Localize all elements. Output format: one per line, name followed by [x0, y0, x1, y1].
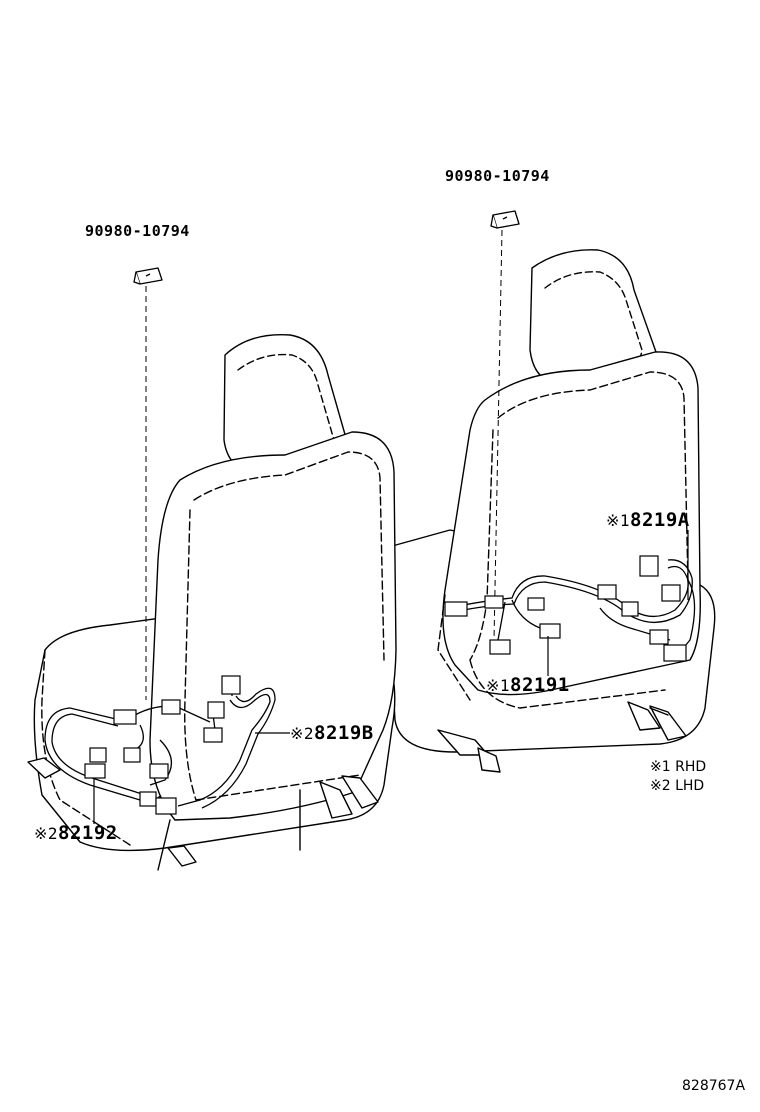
part-number: 82191	[510, 674, 570, 696]
right-seat-leg-2	[477, 747, 501, 773]
clip-right-part-number: 90980-10794	[445, 167, 550, 185]
connector-l5	[203, 727, 223, 743]
part-number: 82192	[58, 822, 118, 844]
right-seat	[384, 249, 716, 773]
connector-l7	[84, 763, 106, 779]
right-seat-leg-4	[649, 705, 687, 741]
connector-l11	[155, 797, 177, 815]
connector-l2	[161, 699, 181, 715]
clip-right-leader	[493, 229, 503, 641]
connector-r2	[484, 595, 504, 609]
connector-l10	[139, 791, 157, 807]
legend-rhd: ※1 RHD	[650, 759, 706, 775]
clip-left-part-number: 90980-10794	[85, 222, 190, 240]
diagram-code: 828767A	[682, 1078, 746, 1094]
left-seat-leg-3	[319, 781, 353, 819]
legend-text: LHD	[675, 778, 705, 794]
rhd-mark: ※1	[606, 511, 631, 530]
connector-r1	[444, 601, 468, 617]
connector-r3	[527, 597, 545, 611]
part-label-82219B: ※28219B	[290, 722, 374, 744]
rhd-mark: ※1	[486, 676, 511, 695]
lhd-mark: ※2	[34, 824, 59, 843]
clip-right-icon	[490, 210, 520, 229]
lhd-mark: ※2	[290, 724, 315, 743]
left-seat-leg-4	[341, 775, 379, 809]
connector-l3	[221, 675, 241, 695]
part-number: 8219B	[314, 722, 374, 744]
left-seat-leg-2	[167, 845, 197, 867]
legend-lhd: ※2 LHD	[650, 778, 704, 794]
left-seat	[27, 333, 397, 871]
connector-l1	[113, 709, 137, 725]
connector-l9	[149, 763, 169, 779]
connector-r8	[639, 555, 659, 577]
legend-mark: ※1	[650, 759, 671, 775]
connector-l8	[123, 747, 141, 763]
connector-r11	[663, 644, 687, 662]
connector-r7	[621, 601, 639, 617]
right-seat-leg-3	[627, 701, 661, 731]
connector-r9	[661, 584, 681, 602]
connector-r6	[597, 584, 617, 600]
left-seat-leg-1	[27, 757, 61, 779]
part-label-82192: ※282192	[34, 822, 118, 844]
connector-r4	[539, 623, 561, 639]
clip-left-icon	[133, 267, 163, 285]
part-label-82219A: ※18219A	[606, 509, 690, 531]
connector-l6	[89, 747, 107, 763]
legend-text: RHD	[675, 759, 707, 775]
part-label-82191: ※182191	[486, 674, 570, 696]
connector-l4	[207, 701, 225, 719]
connector-r10	[649, 629, 669, 645]
connector-r5	[489, 639, 511, 655]
part-number: 8219A	[630, 509, 690, 531]
legend-mark: ※2	[650, 778, 671, 794]
